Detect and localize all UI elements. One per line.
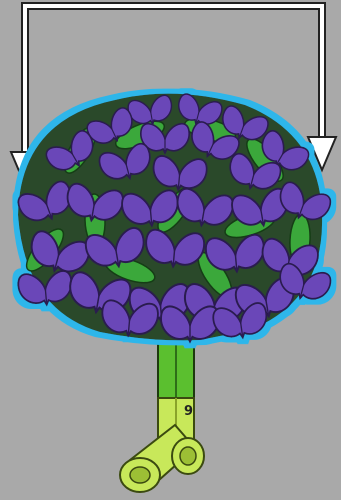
stem-label: 9 [184, 404, 193, 419]
right-arrow-head [308, 137, 336, 170]
stem: 9 [120, 320, 204, 492]
flower-head [16, 93, 333, 342]
